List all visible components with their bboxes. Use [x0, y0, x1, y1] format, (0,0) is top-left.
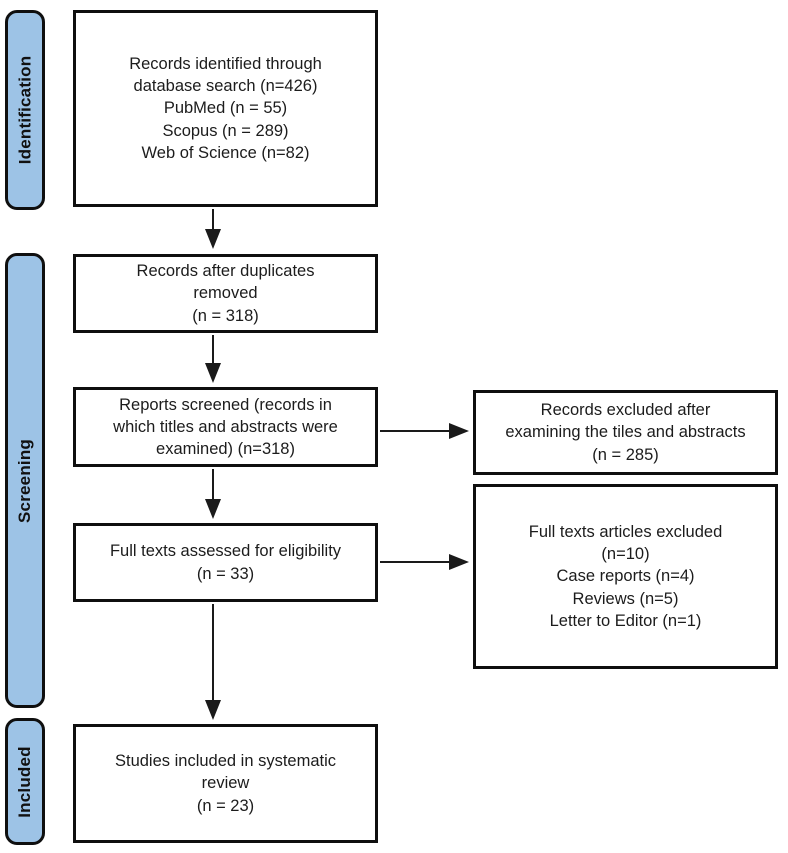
duplicates-removed-box: Records after duplicates removed (n = 31… [73, 254, 378, 333]
stage-band-identification: Identification [5, 10, 45, 210]
box-text-line: (n = 33) [196, 564, 255, 583]
box-text-line: Case reports (n=4) [556, 567, 695, 586]
stage-band-included: Included [5, 718, 45, 845]
stage-label-included: Included [15, 745, 34, 818]
box-text-line: (n=10) [601, 545, 650, 564]
box-text-line: (n = 23) [196, 796, 255, 815]
records-excluded-box: Records excluded after examining the til… [473, 390, 778, 475]
box-text-line: Studies included in systematic [114, 752, 337, 771]
reports-screened-box: Reports screened (records in which title… [73, 387, 378, 467]
box-text-line: Records excluded after [540, 401, 711, 420]
box-text-line: Full texts articles excluded [528, 523, 723, 542]
box-text-line: Letter to Editor (n=1) [549, 611, 702, 630]
box-text-line: Reports screened (records in [119, 395, 332, 414]
box-text-line: examining the tiles and abstracts [505, 423, 746, 442]
records-identified-box: Records identified through database sear… [73, 10, 378, 207]
box-text-line: (n = 285) [592, 445, 659, 464]
full-texts-excluded-box: Full texts articles excluded (n=10) Case… [473, 484, 778, 669]
box-text-line: Records after duplicates [136, 262, 315, 281]
box-text-line: Web of Science (n=82) [141, 143, 310, 162]
box-text-line: database search (n=426) [133, 77, 318, 96]
full-texts-assessed-box: Full texts assessed for eligibility (n =… [73, 523, 378, 602]
box-text-line: PubMed (n = 55) [163, 99, 288, 118]
box-text-line: examined) (n=318) [156, 440, 295, 459]
box-text-line: which titles and abstracts were [113, 417, 338, 436]
box-text-line: Records identified through [129, 55, 322, 74]
stage-band-screening: Screening [5, 253, 45, 708]
stage-label-identification: Identification [15, 55, 35, 165]
box-text-line: Full texts assessed for eligibility [109, 542, 342, 561]
box-text-line: removed [193, 284, 258, 303]
box-text-line: (n = 318) [192, 306, 259, 325]
box-text-line: Reviews (n=5) [572, 589, 679, 608]
box-text-line: Scopus (n = 289) [162, 121, 289, 140]
stage-label-screening: Screening [15, 438, 34, 523]
studies-included-box: Studies included in systematic review (n… [73, 724, 378, 843]
box-text-line: review [201, 774, 250, 793]
